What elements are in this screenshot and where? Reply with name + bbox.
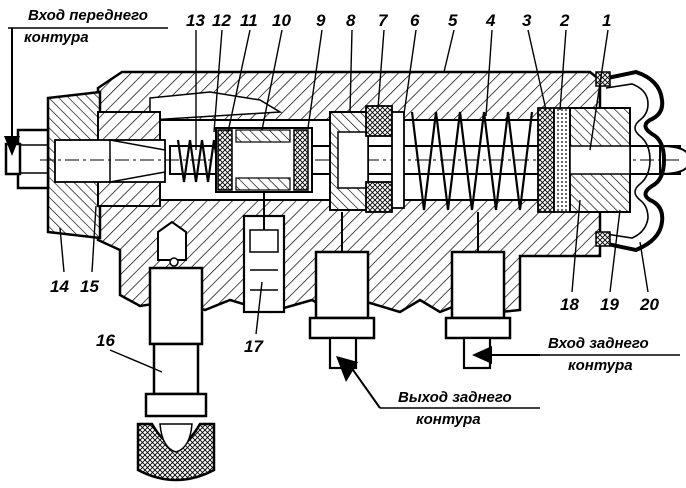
callout-16: 16 bbox=[96, 331, 115, 350]
callout-20: 20 bbox=[639, 295, 659, 314]
front-end-cap bbox=[46, 90, 166, 240]
rear-inlet-caption-line2: контура bbox=[568, 357, 633, 374]
callout-3: 3 bbox=[522, 11, 532, 30]
port-captions: Вход переднего контура Вход заднего конт… bbox=[24, 7, 649, 428]
sensor-plug bbox=[242, 192, 286, 314]
callout-15: 15 bbox=[80, 277, 99, 296]
rubber-boot bbox=[595, 69, 667, 253]
callout-8: 8 bbox=[346, 11, 356, 30]
callout-9: 9 bbox=[316, 11, 326, 30]
callout-12: 12 bbox=[212, 11, 231, 30]
port-indicators bbox=[4, 27, 680, 409]
front-spring bbox=[176, 139, 222, 183]
callout-19: 19 bbox=[600, 295, 619, 314]
callout-2: 2 bbox=[559, 11, 570, 30]
front-piston bbox=[215, 127, 313, 193]
callout-4: 4 bbox=[485, 11, 496, 30]
rear-inlet-caption-line1: Вход заднего bbox=[548, 335, 649, 352]
bleed-fitting bbox=[136, 220, 216, 482]
rear-outlet-fitting bbox=[308, 212, 376, 370]
middle-piston bbox=[329, 105, 405, 213]
rear-outlet-caption-line1: Выход заднего bbox=[398, 389, 512, 406]
front-inlet-caption-line2: контура bbox=[24, 29, 89, 46]
callout-14: 14 bbox=[50, 277, 69, 296]
main-spring bbox=[410, 111, 534, 211]
callout-10: 10 bbox=[272, 11, 291, 30]
callout-labels: 13 12 11 10 9 8 7 6 5 4 3 2 1 14 15 16 1… bbox=[50, 11, 659, 356]
callout-7: 7 bbox=[378, 11, 389, 30]
rear-piston bbox=[537, 107, 631, 213]
front-inlet-caption-line1: Вход переднего bbox=[28, 7, 148, 24]
callout-11: 11 bbox=[240, 11, 258, 30]
callout-1: 1 bbox=[602, 11, 611, 30]
callout-17: 17 bbox=[244, 337, 264, 356]
callout-6: 6 bbox=[410, 11, 420, 30]
rear-outlet-caption-line2: контура bbox=[416, 411, 481, 428]
leader-lines bbox=[59, 29, 649, 373]
callout-5: 5 bbox=[448, 11, 458, 30]
callout-13: 13 bbox=[186, 11, 205, 30]
rear-inlet-fitting bbox=[444, 212, 512, 370]
front-inlet-fitting bbox=[4, 128, 50, 190]
callout-18: 18 bbox=[560, 295, 579, 314]
